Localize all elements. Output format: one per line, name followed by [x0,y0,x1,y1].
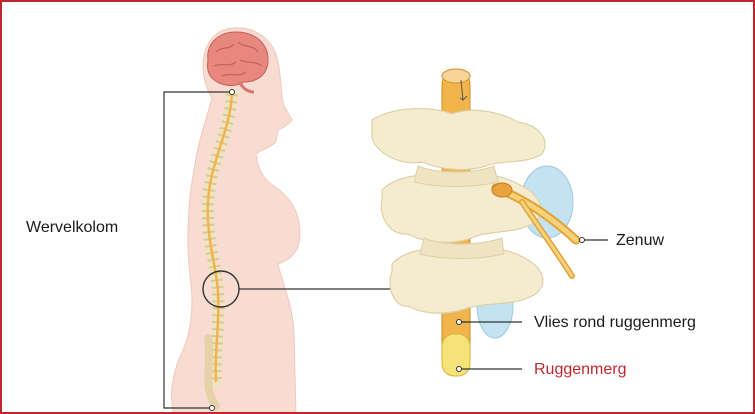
body-silhouette [172,28,300,414]
vertebra-upper [372,109,545,170]
label-wervelkolom: Wervelkolom [26,220,118,236]
spinal-cord-lower [442,334,470,376]
label-vlies-rond-ruggenmerg: Vlies rond ruggenmerg [534,315,696,331]
label-ruggenmerg: Ruggenmerg [534,362,627,378]
label-zenuw: Zenuw [616,233,664,249]
